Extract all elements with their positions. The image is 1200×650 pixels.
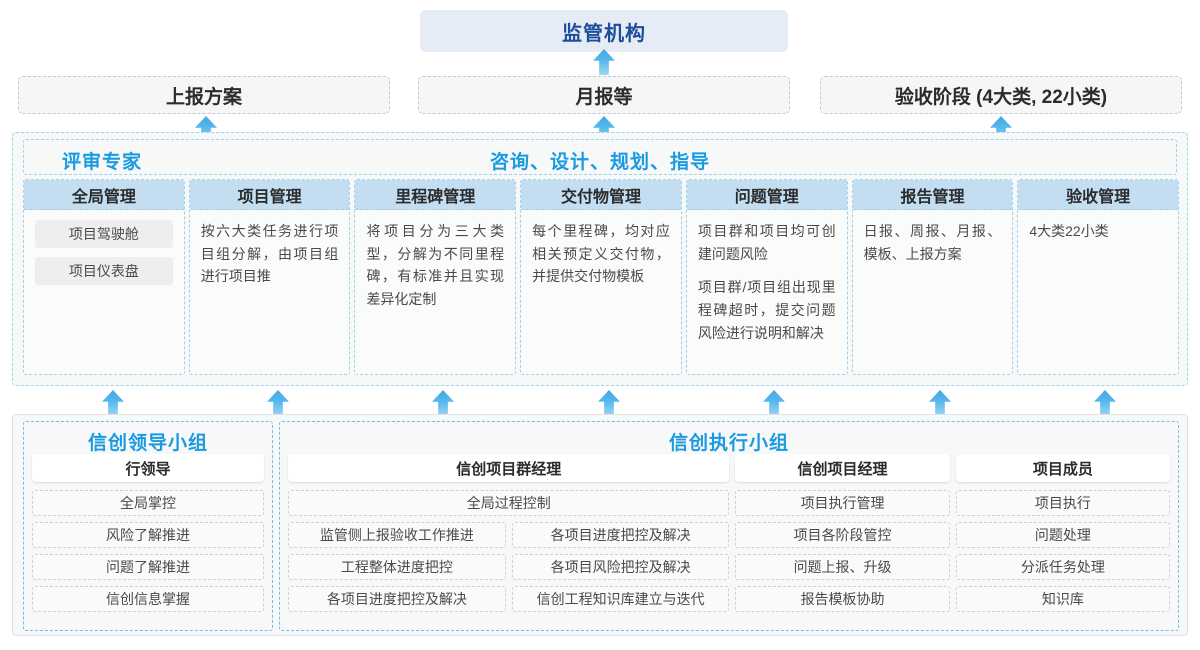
card-paragraph: 项目群/项目组出现里程碑超时，提交问题风险进行说明和解决: [697, 279, 836, 341]
card-body: 4大类22小类: [1018, 210, 1178, 374]
role-item[interactable]: 工程整体进度把控: [288, 554, 506, 580]
middle-panel: 评审专家 咨询、设计、规划、指导 全局管理 项目驾驶舱 项目仪表盘 项目管理 按…: [12, 132, 1188, 386]
middle-panel-title-left: 评审专家: [62, 152, 143, 173]
execution-group-columns: 信创项目群经理 全局过程控制 监管侧上报验收工作推进 工程整体进度把控 各项目进…: [280, 454, 1178, 620]
middle-panel-title-center: 咨询、设计、规划、指导: [489, 152, 710, 173]
card-header: 报告管理: [852, 180, 1013, 210]
card-paragraph: 按六大类任务进行项目组分解，由项目组进行项目推: [200, 223, 339, 285]
leading-group-title: 信创领导小组: [87, 433, 208, 454]
arrow-up-icon-card-3: [432, 390, 454, 416]
report-box-monthly: 月报等: [418, 76, 790, 114]
card-header: 里程碑管理: [355, 180, 516, 210]
card-body: 项目群和项目均可创建问题风险 项目群/项目组出现里程碑超时，提交问题风险进行说明…: [687, 210, 847, 374]
role-column-program-manager: 信创项目群经理 全局过程控制 监管侧上报验收工作推进 工程整体进度把控 各项目进…: [288, 454, 730, 612]
role-item[interactable]: 信创工程知识库建立与迭代: [511, 586, 730, 612]
report-box-plan: 上报方案: [18, 76, 390, 114]
capability-card-global[interactable]: 全局管理 项目驾驶舱 项目仪表盘: [23, 179, 185, 375]
card-header: 交付物管理: [521, 180, 681, 210]
role-subcolumn-right: 各项目进度把控及解决 各项目风险把控及解决 信创工程知识库建立与迭代: [511, 522, 730, 612]
capability-card-acceptance[interactable]: 验收管理 4大类22小类: [1017, 179, 1180, 375]
arrow-up-icon-card-2: [267, 390, 289, 416]
role-header: 信创项目经理: [735, 454, 950, 482]
arrow-up-icon-card-5: [763, 390, 785, 416]
role-item[interactable]: 项目各阶段管控: [735, 522, 950, 548]
capability-card-milestone[interactable]: 里程碑管理 将项目分为三大类型，分解为不同里程碑，有标准并且实现差异化定制: [354, 179, 517, 375]
card-header: 验收管理: [1018, 180, 1179, 210]
role-item[interactable]: 监管侧上报验收工作推进: [288, 522, 506, 548]
role-header: 项目成员: [955, 454, 1170, 482]
card-paragraph: 日报、周报、月报、模板、上报方案: [863, 223, 1002, 262]
card-paragraph: 将项目分为三大类型，分解为不同里程碑，有标准并且实现差异化定制: [366, 223, 505, 308]
card-paragraph: 4大类22小类: [1029, 223, 1109, 239]
role-item[interactable]: 各项目风险把控及解决: [511, 554, 730, 580]
role-item[interactable]: 各项目进度把控及解决: [511, 522, 730, 548]
card-header: 全局管理: [24, 180, 184, 210]
role-item[interactable]: 问题处理: [955, 522, 1170, 548]
role-column-bank-leader: 行领导 全局掌控 风险了解推进 问题了解推进 信创信息掌握: [32, 454, 264, 612]
role-subcolumn-left: 监管侧上报验收工作推进 工程整体进度把控 各项目进度把控及解决: [288, 522, 506, 612]
role-item[interactable]: 报告模板协助: [735, 586, 950, 612]
role-column-project-member: 项目成员 项目执行 问题处理 分派任务处理 知识库: [955, 454, 1170, 612]
report-box-acceptance-label: 验收阶段 (4大类, 22小类): [894, 86, 1108, 108]
capability-card-deliverable[interactable]: 交付物管理 每个里程碑，均对应相关预定义交付物，并提供交付物模板: [520, 179, 682, 375]
role-item[interactable]: 项目执行管理: [735, 490, 950, 516]
leading-group-columns: 行领导 全局掌控 风险了解推进 问题了解推进 信创信息掌握: [24, 454, 272, 620]
arrow-up-icon-card-7: [1094, 390, 1116, 416]
role-item[interactable]: 分派任务处理: [955, 554, 1170, 580]
card-body: 将项目分为三大类型，分解为不同里程碑，有标准并且实现差异化定制: [355, 210, 515, 374]
execution-group: 信创执行小组 信创项目群经理 全局过程控制 监管侧上报验收工作推进 工程整体进度…: [279, 421, 1179, 631]
arrow-up-icon-card-1: [102, 390, 124, 416]
arrow-up-icon-to-regulator: [593, 49, 615, 75]
capability-card-issue[interactable]: 问题管理 项目群和项目均可创建问题风险 项目群/项目组出现里程碑超时，提交问题风…: [685, 179, 848, 375]
role-subcolumns: 监管侧上报验收工作推进 工程整体进度把控 各项目进度把控及解决 各项目进度把控及…: [288, 522, 730, 612]
leading-group: 信创领导小组 行领导 全局掌控 风险了解推进 问题了解推进 信创信息掌握: [23, 421, 273, 631]
card-body: 项目驾驶舱 项目仪表盘: [24, 210, 184, 374]
card-header: 项目管理: [189, 180, 350, 210]
capability-card-list: 全局管理 项目驾驶舱 项目仪表盘 项目管理 按六大类任务进行项目组分解，由项目组…: [23, 179, 1180, 375]
report-box-plan-label: 上报方案: [165, 86, 242, 108]
capability-card-project[interactable]: 项目管理 按六大类任务进行项目组分解，由项目组进行项目推: [188, 179, 351, 375]
arrow-up-icon-card-6: [929, 390, 951, 416]
regulator-label: 监管机构: [562, 22, 646, 45]
card-header: 问题管理: [686, 180, 847, 210]
role-item[interactable]: 知识库: [955, 586, 1170, 612]
role-item[interactable]: 全局掌控: [32, 490, 264, 516]
role-column-project-manager: 信创项目经理 项目执行管理 项目各阶段管控 问题上报、升级 报告模板协助: [735, 454, 950, 612]
regulator-box: 监管机构: [420, 10, 788, 52]
card-paragraph: 每个里程碑，均对应相关预定义交付物，并提供交付物模板: [532, 223, 670, 285]
role-header: 行领导: [32, 454, 264, 482]
card-paragraph: 项目群和项目均可创建问题风险: [697, 223, 836, 262]
role-header: 信创项目群经理: [288, 454, 730, 482]
execution-group-title: 信创执行小组: [668, 433, 789, 454]
card-pill[interactable]: 项目仪表盘: [35, 257, 173, 285]
role-item[interactable]: 问题上报、升级: [735, 554, 950, 580]
card-body: 按六大类任务进行项目组分解，由项目组进行项目推: [190, 210, 350, 374]
role-item[interactable]: 风险了解推进: [32, 522, 264, 548]
role-item[interactable]: 信创信息掌握: [32, 586, 264, 612]
capability-card-report[interactable]: 报告管理 日报、周报、月报、模板、上报方案: [851, 179, 1014, 375]
role-item[interactable]: 各项目进度把控及解决: [288, 586, 506, 612]
card-pill[interactable]: 项目驾驶舱: [35, 220, 173, 248]
report-box-acceptance: 验收阶段 (4大类, 22小类): [820, 76, 1182, 114]
bottom-panel: 信创领导小组 行领导 全局掌控 风险了解推进 问题了解推进 信创信息掌握 信创执…: [12, 414, 1188, 636]
card-body: 每个里程碑，均对应相关预定义交付物，并提供交付物模板: [521, 210, 681, 374]
middle-panel-titlebar: 评审专家 咨询、设计、规划、指导: [23, 139, 1177, 175]
role-item[interactable]: 问题了解推进: [32, 554, 264, 580]
arrow-up-icon-card-4: [598, 390, 620, 416]
report-box-monthly-label: 月报等: [575, 86, 633, 108]
role-item[interactable]: 项目执行: [955, 490, 1170, 516]
card-body: 日报、周报、月报、模板、上报方案: [853, 210, 1013, 374]
role-item-full[interactable]: 全局过程控制: [288, 490, 730, 516]
